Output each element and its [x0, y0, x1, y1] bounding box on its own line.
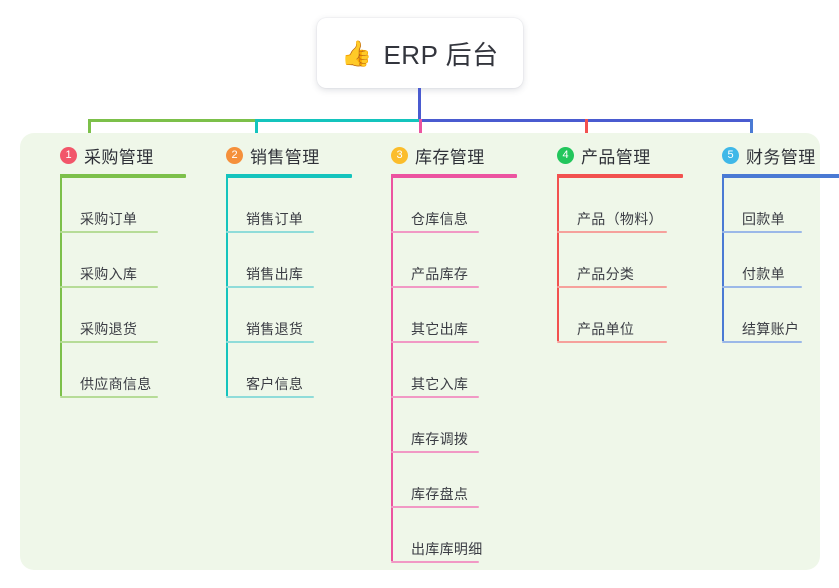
module-item[interactable]: 结算账户: [742, 321, 800, 337]
module-item[interactable]: 回款单: [742, 211, 785, 227]
module-item[interactable]: 其它入库: [411, 376, 469, 392]
module-item[interactable]: 供应商信息: [80, 376, 152, 392]
module-item-rule: [722, 231, 802, 233]
column-badge: 4: [557, 147, 574, 164]
column-badge: 5: [722, 147, 739, 164]
module-item[interactable]: 出库库明细: [411, 541, 483, 557]
column-spine: [557, 174, 559, 341]
module-item-rule: [226, 396, 314, 398]
module-item-rule: [391, 396, 479, 398]
module-item[interactable]: 客户信息: [246, 376, 304, 392]
module-item-rule: [722, 286, 802, 288]
module-item-rule: [557, 231, 667, 233]
module-item[interactable]: 库存调拨: [411, 431, 469, 447]
bar-segment-1: [88, 119, 258, 122]
module-item-rule: [60, 396, 158, 398]
column-header-rule: [60, 174, 186, 178]
column-header-rule: [722, 174, 839, 178]
column-spine: [722, 174, 724, 341]
modules-panel: 1 采购管理采购订单采购入库采购退货供应商信息 2 销售管理销售订单销售出库销售退货客…: [20, 133, 839, 570]
column-spine: [391, 174, 393, 561]
module-item-rule: [60, 341, 158, 343]
module-item-rule: [391, 286, 479, 288]
module-item[interactable]: 付款单: [742, 266, 785, 282]
module-item-rule: [226, 341, 314, 343]
root-node-title: ERP 后台: [383, 39, 499, 70]
column-header-3[interactable]: 3 库存管理: [391, 143, 485, 168]
module-item-rule: [226, 231, 314, 233]
module-item[interactable]: 采购退货: [80, 321, 138, 337]
column-title: 库存管理: [415, 148, 485, 167]
module-item[interactable]: 采购订单: [80, 211, 138, 227]
module-item-rule: [391, 561, 479, 563]
module-item[interactable]: 采购入库: [80, 266, 138, 282]
module-item[interactable]: 产品分类: [577, 266, 635, 282]
column-title: 产品管理: [581, 148, 651, 167]
module-item[interactable]: 销售出库: [246, 266, 304, 282]
module-item[interactable]: 仓库信息: [411, 211, 469, 227]
column-title: 财务管理: [746, 148, 816, 167]
column-spine: [226, 174, 228, 396]
module-item[interactable]: 销售订单: [246, 211, 304, 227]
column-header-rule: [391, 174, 517, 178]
column-header-rule: [557, 174, 683, 178]
module-item-rule: [60, 286, 158, 288]
module-item[interactable]: 其它出库: [411, 321, 469, 337]
module-item-rule: [60, 231, 158, 233]
module-item[interactable]: 销售退货: [246, 321, 304, 337]
column-title: 采购管理: [84, 148, 154, 167]
module-item-rule: [722, 341, 802, 343]
module-item-rule: [557, 341, 667, 343]
column-header-rule: [226, 174, 352, 178]
column-spine: [60, 174, 62, 396]
module-item-rule: [391, 341, 479, 343]
module-item-rule: [391, 451, 479, 453]
module-item-rule: [391, 506, 479, 508]
thumbs-up-icon: 👍: [341, 38, 373, 68]
column-header-4[interactable]: 4 产品管理: [557, 143, 651, 168]
column-header-1[interactable]: 1 采购管理: [60, 143, 154, 168]
column-header-5[interactable]: 5 财务管理: [722, 143, 816, 168]
root-node[interactable]: 👍 ERP 后台: [317, 18, 523, 88]
column-badge: 2: [226, 147, 243, 164]
trunk-line: [418, 88, 421, 122]
column-title: 销售管理: [250, 148, 320, 167]
module-item[interactable]: 产品单位: [577, 321, 635, 337]
module-item[interactable]: 产品库存: [411, 266, 469, 282]
column-badge: 1: [60, 147, 77, 164]
column-header-2[interactable]: 2 销售管理: [226, 143, 320, 168]
column-badge: 3: [391, 147, 408, 164]
module-item[interactable]: 库存盘点: [411, 486, 469, 502]
module-item[interactable]: 产品（物料）: [577, 211, 663, 227]
module-item-rule: [557, 286, 667, 288]
module-item-rule: [226, 286, 314, 288]
bar-segment-2: [255, 119, 422, 122]
module-item-rule: [391, 231, 479, 233]
